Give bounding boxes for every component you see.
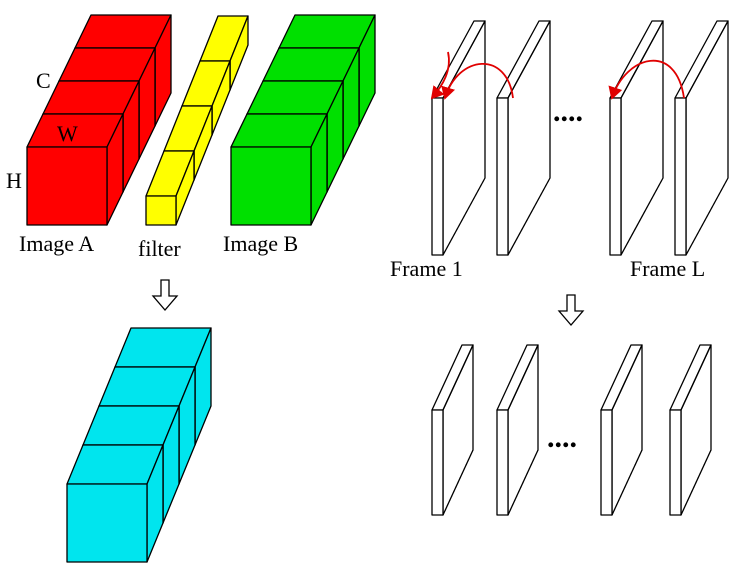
image-a-stack xyxy=(26,14,172,226)
ellipsis-bottom: .... xyxy=(547,421,577,454)
result-cube-top xyxy=(82,405,180,446)
image-a-cube-top xyxy=(74,14,172,49)
shift-arcs xyxy=(430,51,685,100)
frame-panel-icon xyxy=(669,409,682,516)
image-b-cube-top xyxy=(278,14,376,49)
dim-w-label: W xyxy=(57,121,78,146)
dim-h-label: H xyxy=(6,168,22,193)
frame-panel-icon xyxy=(431,97,444,256)
frame-panel-icon xyxy=(600,409,613,516)
shift-arc xyxy=(608,59,685,100)
image-a-label: Image A xyxy=(19,231,94,256)
filter-stack xyxy=(145,15,249,226)
hollow-down-arrow-icon xyxy=(151,279,179,311)
frame-panel-icon xyxy=(431,409,444,516)
result-cube-top xyxy=(98,366,196,407)
image-b-cube-front xyxy=(230,146,312,226)
image-b-cube-top xyxy=(262,47,360,82)
frames-top-row xyxy=(431,20,729,256)
image-a-cube-top xyxy=(58,47,156,82)
ellipsis-top: .... xyxy=(553,95,583,128)
image-a-cube-top xyxy=(42,80,140,115)
dim-c-label: C xyxy=(36,68,51,93)
frame-first-label: Frame 1 xyxy=(390,256,463,281)
frame-panel-icon xyxy=(496,97,509,256)
hollow-down-arrow-icon xyxy=(557,294,585,326)
frames-bottom-row xyxy=(431,344,712,516)
image-b-stack xyxy=(230,14,376,226)
frame-panel-icon xyxy=(609,97,622,256)
frame-panel-icon xyxy=(496,409,509,516)
result-cube-top xyxy=(114,327,212,368)
image-b-cube-top xyxy=(246,80,344,115)
shift-arc xyxy=(430,51,450,100)
image-b-cube-top xyxy=(230,113,328,148)
result-stack xyxy=(66,327,212,563)
frame-panel-icon xyxy=(674,97,687,256)
result-cube-top xyxy=(66,444,164,485)
result-cube-front xyxy=(66,483,148,563)
filter-cube-front xyxy=(145,195,177,226)
frame-last-label: Frame L xyxy=(630,256,705,281)
image-b-label: Image B xyxy=(223,231,298,256)
filter-label: filter xyxy=(138,236,181,261)
shift-arc xyxy=(441,62,514,100)
image-a-cube-front xyxy=(26,146,108,226)
